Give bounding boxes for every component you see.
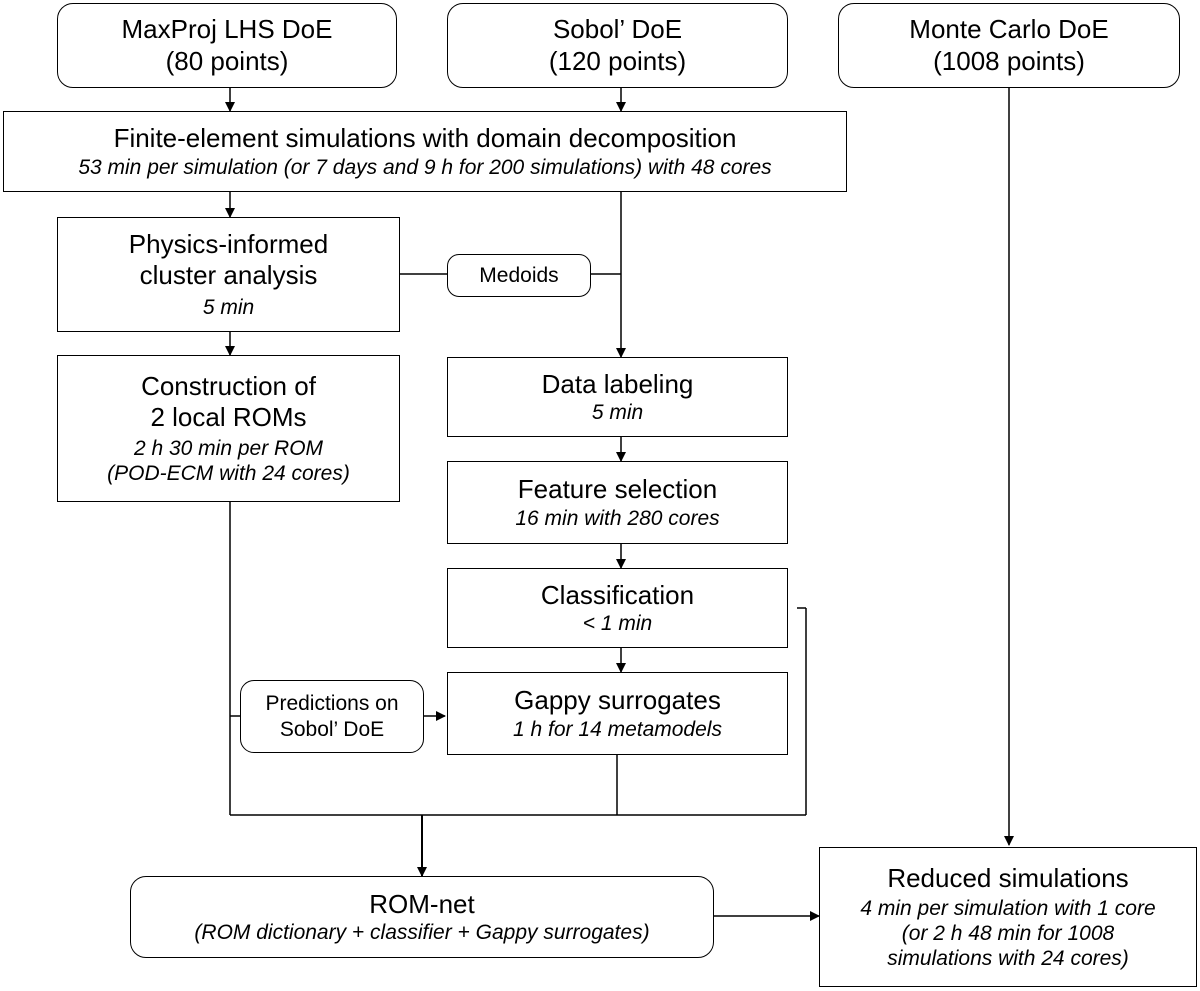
data-labeling-title: Data labeling [541,368,694,399]
predictions-box: Predictions on Sobol’ DoE [240,680,424,753]
sobol-doe-points: (120 points) [548,45,687,76]
predictions-line-1: Predictions on [265,692,399,716]
reduced-simulations-detail-1: 4 min per simulation with 1 core [860,896,1156,920]
classification-detail: < 1 min [582,612,653,635]
reduced-simulations-detail-2: (or 2 h 48 min for 1008 [901,922,1115,945]
feature-selection-title: Feature selection [517,474,718,505]
feature-selection-detail: 16 min with 280 cores [515,506,720,530]
construction-title-2: 2 local ROMs [150,402,307,433]
montecarlo-doe-points: (1008 points) [933,45,1085,76]
montecarlo-doe-box: Monte Carlo DoE (1008 points) [838,3,1180,88]
cluster-analysis-title-1: Physics-informed [128,228,329,259]
fe-simulations-box: Finite-element simulations with domain d… [3,111,847,192]
construction-title-1: Construction of [141,371,316,402]
data-labeling-box: Data labeling 5 min [447,357,788,437]
gappy-surrogates-box: Gappy surrogates 1 h for 14 metamodels [447,672,788,755]
construction-detail-2: (POD-ECM with 24 cores) [107,461,350,485]
reduced-simulations-detail-3: simulations with 24 cores) [887,947,1129,971]
reduced-simulations-box: Reduced simulations 4 min per simulation… [819,847,1197,987]
cluster-analysis-box: Physics-informed cluster analysis 5 min [57,217,400,332]
classification-box: Classification < 1 min [447,568,788,648]
data-labeling-detail: 5 min [591,401,644,424]
romnet-box: ROM-net (ROM dictionary + classifier + G… [130,876,714,958]
predictions-line-2: Sobol’ DoE [279,717,385,741]
fe-simulations-title: Finite-element simulations with domain d… [113,123,737,154]
fe-simulations-detail: 53 min per simulation (or 7 days and 9 h… [78,155,772,179]
maxproj-doe-box: MaxProj LHS DoE (80 points) [57,3,397,88]
maxproj-doe-title: MaxProj LHS DoE [121,14,333,45]
montecarlo-doe-title: Monte Carlo DoE [909,14,1109,45]
romnet-title: ROM-net [369,888,475,919]
feature-selection-box: Feature selection 16 min with 280 cores [447,461,788,544]
romnet-detail: (ROM dictionary + classifier + Gappy sur… [194,921,650,944]
construction-box: Construction of 2 local ROMs 2 h 30 min … [57,355,400,502]
sobol-doe-title: Sobol’ DoE [552,14,683,45]
classification-title: Classification [540,579,695,610]
maxproj-doe-points: (80 points) [165,45,289,76]
medoids-label: Medoids [479,263,559,287]
gappy-surrogates-detail: 1 h for 14 metamodels [513,717,722,741]
cluster-analysis-title-2: cluster analysis [139,259,318,290]
gappy-surrogates-title: Gappy surrogates [514,685,721,716]
reduced-simulations-title: Reduced simulations [887,862,1129,893]
medoids-box: Medoids [447,254,591,297]
cluster-analysis-detail: 5 min [202,296,255,320]
construction-detail-1: 2 h 30 min per ROM [133,436,324,460]
sobol-doe-box: Sobol’ DoE (120 points) [447,3,788,88]
